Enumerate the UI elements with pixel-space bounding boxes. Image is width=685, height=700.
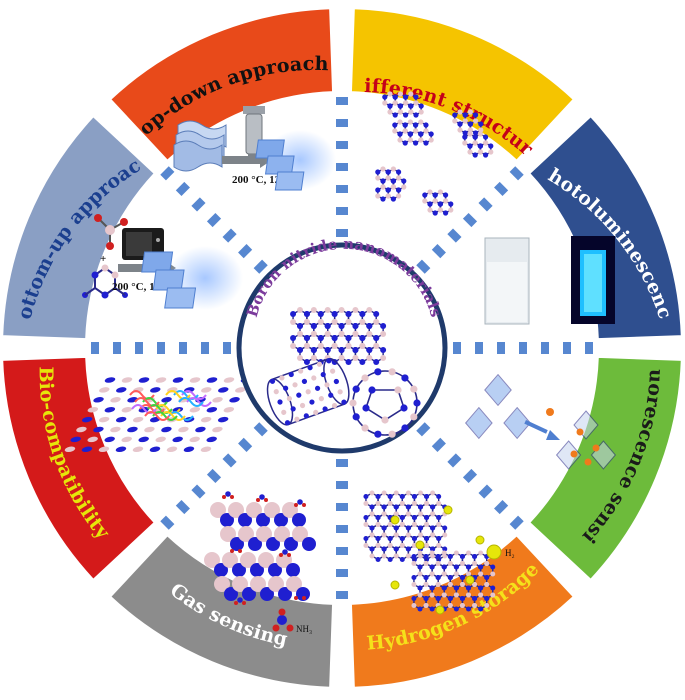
divider-dash	[494, 181, 509, 196]
divider-dash	[431, 244, 446, 259]
divider-dash	[509, 515, 524, 530]
bulk-sheets-icon	[173, 120, 227, 172]
divider-dash	[91, 342, 99, 354]
boric-acid-molecule-icon	[94, 214, 128, 250]
segment-band	[349, 7, 576, 163]
ammonia-label: NH₃	[296, 624, 312, 634]
divider-dash	[223, 342, 231, 354]
divider-dash	[336, 459, 348, 467]
divider-dash	[494, 500, 509, 515]
divider-dash	[585, 342, 593, 354]
divider-dash	[336, 207, 348, 215]
divider-dash	[238, 437, 253, 452]
hydrogen-legend: H₂	[486, 544, 515, 560]
hydrogen-storage-illustration	[363, 490, 496, 615]
divider-dash	[336, 591, 348, 599]
bn-sheets-product-icon	[141, 246, 243, 310]
divider-dash	[160, 515, 175, 530]
divider-dash	[113, 342, 121, 354]
bn-sheet-icon	[290, 307, 387, 365]
divider-dash	[179, 342, 187, 354]
melamine-molecule-icon	[82, 264, 128, 299]
divider-dash	[157, 342, 165, 354]
divider-dash	[453, 342, 461, 354]
segment-band	[527, 114, 683, 341]
fluorescence-sensing-illustration	[465, 373, 617, 470]
segment-band	[349, 533, 576, 689]
divider-dash	[447, 228, 462, 243]
divider-dash	[206, 212, 222, 228]
divider-dash	[563, 342, 571, 354]
divider-dash	[478, 484, 493, 499]
segment-band	[1, 355, 157, 582]
divider-dash	[519, 342, 527, 354]
divider-dash	[191, 484, 206, 499]
divider-dash	[201, 342, 209, 354]
vial-uv-icon	[571, 236, 615, 324]
vial-daylight-icon	[484, 237, 530, 325]
inner-dividers	[91, 97, 593, 599]
gas-sensing-illustration	[204, 491, 316, 605]
divider-dash	[336, 481, 348, 489]
divider-dash	[336, 547, 348, 555]
plus-sign: +	[100, 253, 106, 265]
segment-bands	[1, 7, 683, 689]
divider-dash	[238, 244, 253, 259]
divider-dash	[447, 453, 462, 468]
divider-dash	[222, 453, 237, 468]
divider-dash	[416, 422, 431, 437]
hydrogen-label: H₂	[505, 548, 515, 558]
bio-compatibility-illustration	[64, 377, 252, 453]
ammonia-legend: NH₃	[272, 608, 312, 634]
divider-dash	[416, 259, 431, 274]
photoluminescence-illustration	[484, 236, 615, 325]
segment-band	[1, 114, 157, 341]
divider-dash	[497, 342, 505, 354]
divider-dash	[253, 422, 268, 437]
divider-dash	[509, 166, 524, 181]
divider-dash	[253, 259, 268, 274]
divider-dash	[478, 197, 493, 212]
exfoliated-sheets-icon	[255, 130, 336, 191]
divider-dash	[206, 468, 222, 484]
segment-band	[527, 355, 683, 582]
divider-dash	[191, 197, 206, 212]
divider-dash	[336, 163, 348, 171]
divider-dash	[175, 500, 190, 515]
divider-dash	[462, 468, 478, 484]
bottom-up-illustration: + 200 °C, 12 h	[82, 214, 243, 310]
divider-dash	[336, 185, 348, 193]
divider-dash	[336, 525, 348, 533]
top-down-illustration: 200 °C, 12 h	[173, 106, 336, 191]
divider-dash	[475, 342, 483, 354]
divider-dash	[431, 437, 446, 452]
divider-dash	[135, 342, 143, 354]
divider-dash	[336, 569, 348, 577]
divider-dash	[222, 228, 237, 243]
divider-dash	[336, 141, 348, 149]
divider-dash	[541, 342, 549, 354]
divider-dash	[175, 181, 190, 196]
bn-nanotube-icon	[266, 357, 350, 426]
bn-fullerene-icon	[349, 368, 421, 438]
divider-dash	[160, 166, 175, 181]
divider-dash	[336, 503, 348, 511]
divider-dash	[336, 229, 348, 237]
divider-dash	[336, 97, 348, 105]
center-panel: Boron nitride nanomaterials	[236, 235, 448, 454]
different-structures-illustration	[375, 91, 494, 216]
divider-dash	[462, 212, 478, 228]
divider-dash	[336, 119, 348, 127]
